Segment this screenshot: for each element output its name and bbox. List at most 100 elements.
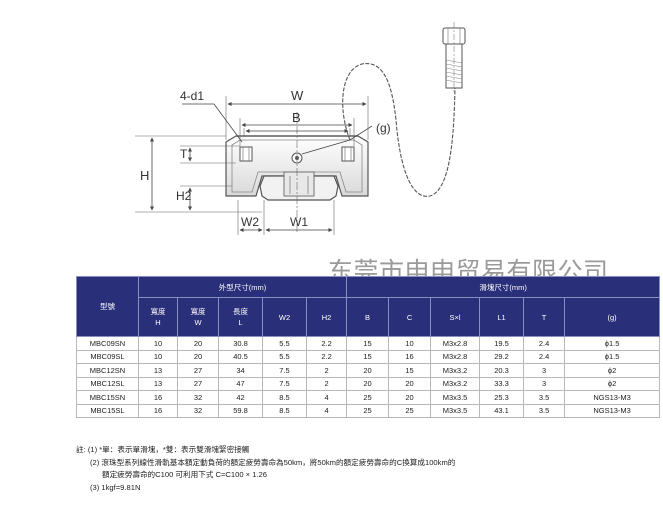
- table-cell: M3x3.2: [430, 376, 481, 391]
- label-d: 4-d1: [180, 89, 204, 103]
- table-cell: 32: [177, 403, 219, 418]
- label-W: W: [291, 88, 304, 103]
- table-cell: 7.5: [262, 363, 307, 378]
- table-cell: 25: [346, 390, 390, 405]
- header-col-9: T: [523, 297, 566, 337]
- table-cell: 27: [177, 376, 219, 391]
- table-cell: 25: [388, 403, 432, 418]
- table-cell: 2: [305, 363, 348, 378]
- header-col-0-top: 寬度: [150, 307, 166, 316]
- header-col-2: 長度 L: [218, 297, 263, 337]
- note-1: 註: (1) *單：表示單滑塊，*雙：表示雙滑塊緊密接觸: [76, 445, 250, 454]
- table-cell: 2.2: [305, 336, 348, 351]
- table-cell: M3x3.5: [430, 403, 481, 418]
- header-col-5-symbol: B: [365, 312, 371, 322]
- table-cell: 2.4: [523, 336, 566, 351]
- table-cell: 20: [346, 376, 390, 391]
- table-cell: M3x2.8: [430, 349, 481, 364]
- note-2: (2) 滾珠型系列線性滑軌基本額定動負荷的額定疲勞壽命為50km，將50km的額…: [90, 457, 456, 467]
- header-col-6-symbol: C: [406, 312, 413, 322]
- table-cell: 2.2: [305, 349, 348, 364]
- header-col-4-symbol: H2: [321, 312, 332, 322]
- table-cell: 20: [177, 336, 219, 351]
- header-col-1-top: 寬度: [190, 307, 206, 316]
- header-col-2-symbol: L: [238, 318, 243, 327]
- mounting-hole-left: [239, 146, 253, 162]
- table-cell: M3x3.2: [430, 363, 481, 378]
- bolt-icon: [442, 22, 466, 94]
- table-cell: 15: [388, 363, 432, 378]
- model-cell: MBC12SN: [76, 363, 139, 378]
- header-col-4: H2: [305, 297, 348, 337]
- table-cell: 20: [388, 376, 432, 391]
- table-cell: 4: [305, 403, 348, 418]
- header-col-10: (g): [564, 297, 661, 337]
- table-cell: 20: [177, 349, 219, 364]
- table-cell: 32: [177, 390, 219, 405]
- note-2-continued: 額定疲勞壽命的C100 可利用下式 C=C100 × 1.26: [102, 470, 268, 479]
- header-model: 型號: [76, 276, 139, 337]
- grease-line: [342, 63, 456, 197]
- label-H2: H2: [176, 189, 192, 203]
- table-cell: 19.5: [479, 336, 525, 351]
- table-cell: 2: [305, 376, 348, 391]
- label-B: B: [292, 110, 301, 125]
- rail: [259, 171, 339, 201]
- table-cell: 7.5: [262, 376, 307, 391]
- table-cell: 47: [218, 376, 263, 391]
- table-cell: 40.5: [218, 349, 263, 364]
- note-3: (3) 1kgf=9.81N: [90, 482, 141, 492]
- table-cell: 15: [346, 349, 390, 364]
- table-cell: M3x3.5: [430, 390, 481, 405]
- table-cell: ϕ1.5: [564, 349, 661, 364]
- table-cell: NGS13-M3: [564, 390, 661, 405]
- table-cell: 20: [388, 390, 432, 405]
- table-cell: 16: [138, 390, 178, 405]
- header-col-6: C: [388, 297, 432, 337]
- header-col-9-symbol: T: [541, 312, 547, 322]
- table-cell: 10: [138, 349, 178, 364]
- table-cell: 5.5: [262, 349, 307, 364]
- header-col-2-top: 長度: [233, 307, 248, 316]
- table-cell: 8.5: [262, 390, 307, 405]
- model-cell: MBC09SN: [76, 336, 139, 351]
- model-cell: MBC15SN: [76, 390, 139, 405]
- table-cell: 3: [523, 363, 566, 378]
- table-cell: 33.3: [479, 376, 525, 391]
- header-col-10-symbol: (g): [607, 312, 617, 322]
- header-col-5: B: [346, 297, 390, 337]
- table-cell: NGS13-M3: [564, 403, 661, 418]
- table-cell: 2.4: [523, 349, 566, 364]
- table-cell: 5.5: [262, 336, 307, 351]
- header-col-8: L1: [479, 297, 525, 337]
- table-cell: M3x2.8: [430, 336, 481, 351]
- table-cell: 25.3: [479, 390, 525, 405]
- table-cell: 34: [218, 363, 263, 378]
- label-H: H: [140, 168, 149, 183]
- table-cell: 25: [346, 403, 390, 418]
- table-cell: 3: [523, 376, 566, 391]
- label-g: (g): [376, 121, 391, 135]
- header-col-8-symbol: L1: [497, 312, 506, 322]
- header-col-7: S×l: [430, 297, 481, 337]
- table-cell: 16: [138, 403, 178, 418]
- table-cell: 29.2: [479, 349, 525, 364]
- linear-guide-drawing: 4-d1 W B L (g) T H H2 W2 W1: [135, 22, 466, 235]
- table-cell: 20.3: [479, 363, 525, 378]
- label-T: T: [180, 147, 188, 161]
- header-col-7-symbol: S×l: [449, 312, 461, 322]
- label-W1: W1: [290, 215, 308, 229]
- model-cell: MBC15SL: [76, 403, 139, 418]
- table-cell: 4: [305, 390, 348, 405]
- header-group-slider: 滑塊尺寸(mm): [346, 276, 661, 298]
- table-cell: 8.5: [262, 403, 307, 418]
- table-cell: 30.8: [218, 336, 263, 351]
- table-cell: 43.1: [479, 403, 525, 418]
